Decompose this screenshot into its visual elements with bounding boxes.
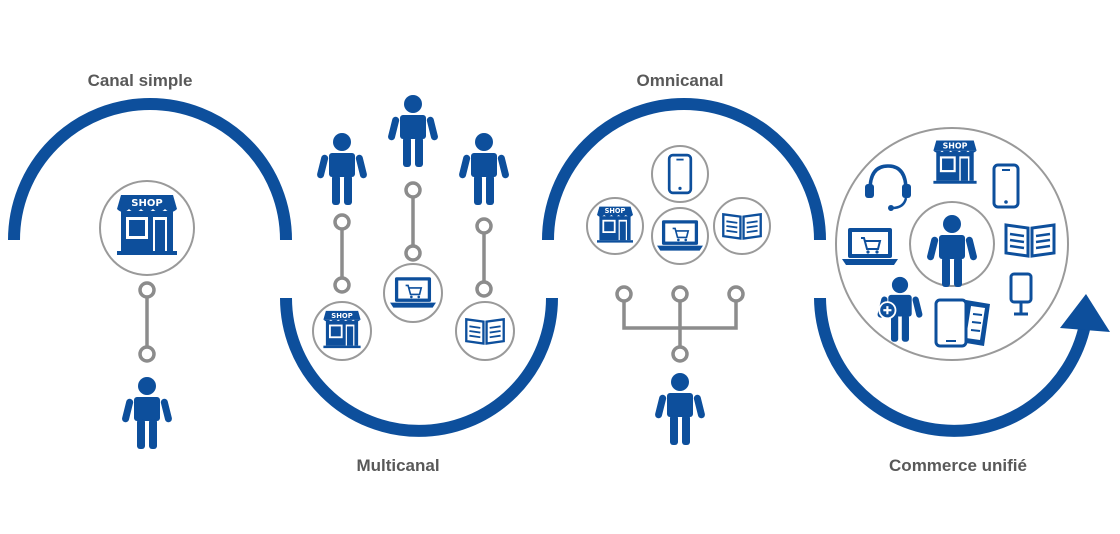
catalog-circle [713, 197, 771, 255]
laptop-cart-icon [841, 227, 899, 266]
shop-icon: SHOP [597, 206, 633, 243]
connector-node [671, 345, 689, 363]
laptop-cart-icon [656, 219, 704, 252]
stage-single: SHOP [99, 180, 195, 449]
stage-multi: SHOP [312, 95, 515, 361]
connector-node [671, 285, 689, 303]
mobile-circle [651, 145, 709, 203]
connector-node [404, 244, 422, 262]
connector-node [138, 345, 156, 363]
shop-icon: SHOP [323, 310, 361, 349]
catalog-circle [455, 301, 515, 361]
arc-omni [542, 98, 826, 241]
stage-label-unified: Commerce unifié [889, 456, 1027, 475]
connector-node [138, 281, 156, 299]
flow-path [8, 98, 1110, 437]
shop-sign: SHOP [605, 207, 626, 215]
stage-omni: SHOP [586, 145, 771, 445]
connector-node [475, 217, 493, 235]
arc-unified [814, 297, 1091, 437]
connector-node [475, 280, 493, 298]
customer-icon [654, 373, 706, 445]
laptop-cart-icon [389, 276, 437, 309]
customer-icon [121, 377, 173, 449]
connector-node [727, 285, 745, 303]
stage-unified: SHOP [835, 127, 1069, 361]
shop-sign: SHOP [131, 198, 162, 209]
customer-icon [316, 133, 368, 205]
customer-icon [458, 133, 510, 205]
tablet-brochure-icon [934, 298, 992, 348]
stage-label-single: Canal simple [88, 71, 193, 90]
shop-sign: SHOP [943, 141, 968, 150]
connector-node [615, 285, 633, 303]
shop-icon: SHOP [117, 195, 177, 255]
stage-label-multi: Multicanal [356, 456, 439, 475]
customer-icon [387, 95, 439, 167]
shop-icon: SHOP [933, 140, 977, 184]
connector-node [404, 181, 422, 199]
arc-single [8, 98, 292, 241]
stage-label-omni: Omnicanal [637, 71, 724, 90]
connector-node [333, 213, 351, 231]
arc-multi [280, 297, 558, 437]
arrow-head-icon [1060, 294, 1110, 332]
connector-node [333, 276, 351, 294]
shop-sign: SHOP [331, 312, 352, 320]
